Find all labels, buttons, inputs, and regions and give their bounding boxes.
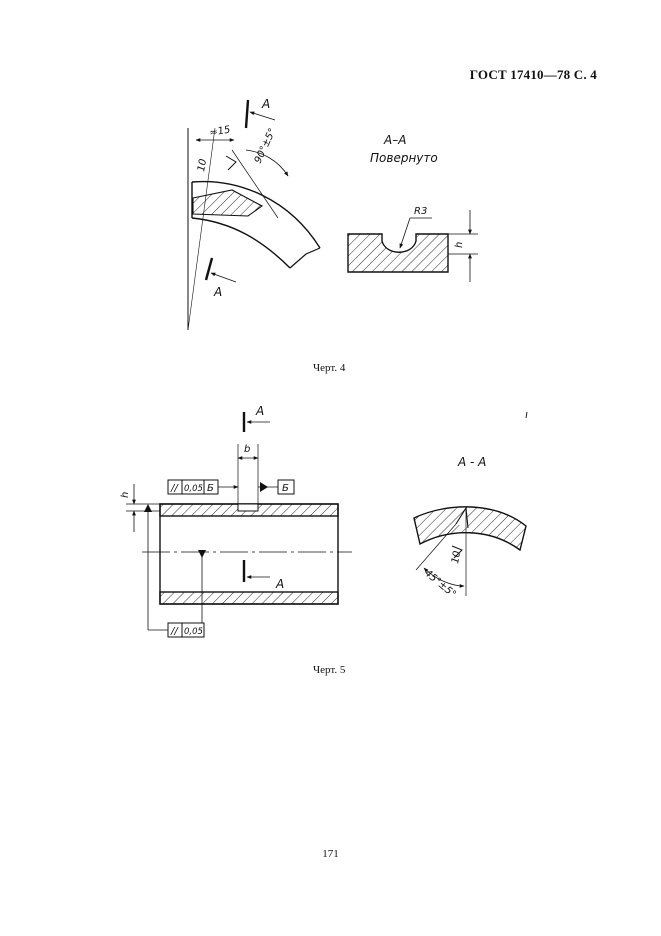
axis-line (187, 127, 216, 331)
b-label: b (244, 444, 250, 455)
section-letter-bottom: А (275, 577, 284, 591)
angle-arc (245, 149, 289, 177)
section-block (347, 233, 449, 273)
tolerance-triangle-bottom (144, 504, 152, 512)
tube-outline (159, 503, 339, 605)
dim-15-label: ≈15 (209, 124, 232, 138)
arc-section (413, 506, 527, 552)
roughness-label: 10 (450, 550, 463, 564)
tolerance-datum-top: Б (207, 483, 214, 494)
center-triangle (198, 550, 206, 558)
tolerance-value-bottom: 0,05 (184, 627, 203, 637)
notch-line-2 (415, 523, 457, 571)
ring-inner-edge (191, 217, 291, 269)
tolerance-frame-bottom (167, 622, 205, 638)
page-number: 171 (322, 848, 339, 860)
datum-label: Б (282, 483, 289, 494)
datum-box (277, 479, 295, 495)
angle-arc (423, 567, 465, 588)
section-title: А - А (457, 455, 486, 469)
angle-label: 90°±5° (253, 127, 279, 166)
angle-line (231, 149, 279, 219)
groove (237, 503, 259, 512)
section-letter-top: А (255, 404, 264, 418)
radius-label: R3 (414, 206, 427, 217)
section-letter-bottom: А (213, 285, 222, 299)
h-label: h (120, 492, 131, 498)
section-mark-bottom (204, 257, 214, 281)
figure-5-caption: Черт. 5 (313, 664, 346, 676)
h-label: h (454, 242, 465, 248)
section-letter-top: А (261, 97, 270, 111)
roughness-symbol (225, 155, 237, 171)
section-arrow-top (249, 111, 276, 121)
tube-wall-bottom (159, 591, 339, 605)
section-arrow-bottom (210, 272, 237, 283)
radius-leader-diag (399, 217, 411, 249)
section-note: Повернуто (370, 151, 438, 165)
figure-5-drawing: А b // 0,05 Б Б А h // 0,05 А - А (120, 404, 528, 638)
tolerance-symbol-bottom: // (170, 626, 179, 637)
figure-4-drawing: А А ≈15 10 90°±5° А–А Повернуто R3 h (187, 97, 478, 331)
document-header: ГОСТ 17410—78 С. 4 (469, 67, 597, 82)
datum-triangle (260, 482, 268, 492)
figure-4-caption: Черт. 4 (313, 362, 346, 374)
stray-mark (525, 411, 528, 419)
tolerance-value-top: 0,05 (184, 484, 203, 494)
roughness-label: 10 (196, 158, 209, 172)
section-mark-top (244, 99, 250, 129)
roughness-symbol (451, 545, 463, 559)
ring-end (289, 247, 321, 269)
hatched-groove (192, 189, 264, 217)
tolerance-symbol-top: // (170, 483, 179, 494)
section-title: А–А (383, 133, 406, 147)
